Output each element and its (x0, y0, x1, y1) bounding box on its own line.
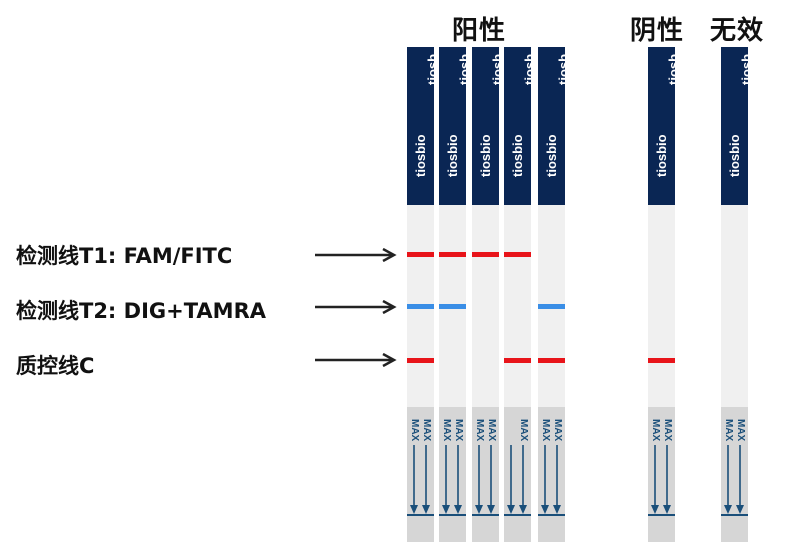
strip-head: tiosbio tiosb (648, 47, 675, 205)
arrow-down-icon (504, 445, 531, 516)
brand-label: tiosb (739, 53, 748, 85)
strip-head: tiosbio tiosb (504, 47, 531, 205)
band-t1 (472, 252, 499, 257)
brand-label: tiosbio (445, 134, 460, 177)
brand-label: tiosb (556, 53, 565, 85)
band-c (538, 358, 565, 363)
band-c (407, 358, 434, 363)
arrow-icon-t2 (315, 300, 397, 314)
brand-label: tiosb (425, 53, 434, 85)
brand-label: tiosbio (727, 134, 742, 177)
band-t2 (439, 304, 466, 309)
brand-label: tiosbio (478, 134, 493, 177)
band-t1 (407, 252, 434, 257)
band-t2 (407, 304, 434, 309)
brand-label: tiosb (522, 53, 531, 85)
arrow-icon-t1 (315, 248, 397, 262)
label-control-line: 质控线C (16, 354, 95, 378)
band-t1 (439, 252, 466, 257)
arrow-down-icon (407, 445, 434, 516)
arrow-icon-c (315, 353, 397, 367)
label-test-line-t2: 检测线T2: DIG+TAMRA (16, 299, 266, 323)
arrow-down-icon (648, 445, 675, 516)
brand-label: tiosb (490, 53, 499, 85)
arrow-down-icon (538, 445, 565, 516)
sample-pad: MAX (504, 407, 531, 542)
brand-label: tiosb (457, 53, 466, 85)
band-c (648, 358, 675, 363)
label-test-line-t1: 检测线T1: FAM/FITC (16, 244, 233, 268)
arrow-down-icon (472, 445, 499, 516)
brand-label: tiosb (666, 53, 675, 85)
strip-head: tiosbio tiosb (538, 47, 565, 205)
strip-head: tiosbio tiosb (407, 47, 434, 205)
band-t1 (504, 252, 531, 257)
strip-head: tiosbio tiosb (472, 47, 499, 205)
group-title-invalid: 无效 (710, 16, 765, 46)
brand-label: tiosbio (413, 134, 428, 177)
group-title-negative: 阴性 (630, 16, 685, 46)
group-title-positive: 阳性 (452, 16, 507, 46)
band-c (504, 358, 531, 363)
brand-label: tiosbio (544, 134, 559, 177)
arrow-down-icon (721, 445, 748, 516)
band-t2 (538, 304, 565, 309)
arrow-down-icon (439, 445, 466, 516)
brand-label: tiosbio (510, 134, 525, 177)
strip-head: tiosbio tiosb (439, 47, 466, 205)
brand-label: tiosbio (654, 134, 669, 177)
strip-head: tiosbio tiosb (721, 47, 748, 205)
